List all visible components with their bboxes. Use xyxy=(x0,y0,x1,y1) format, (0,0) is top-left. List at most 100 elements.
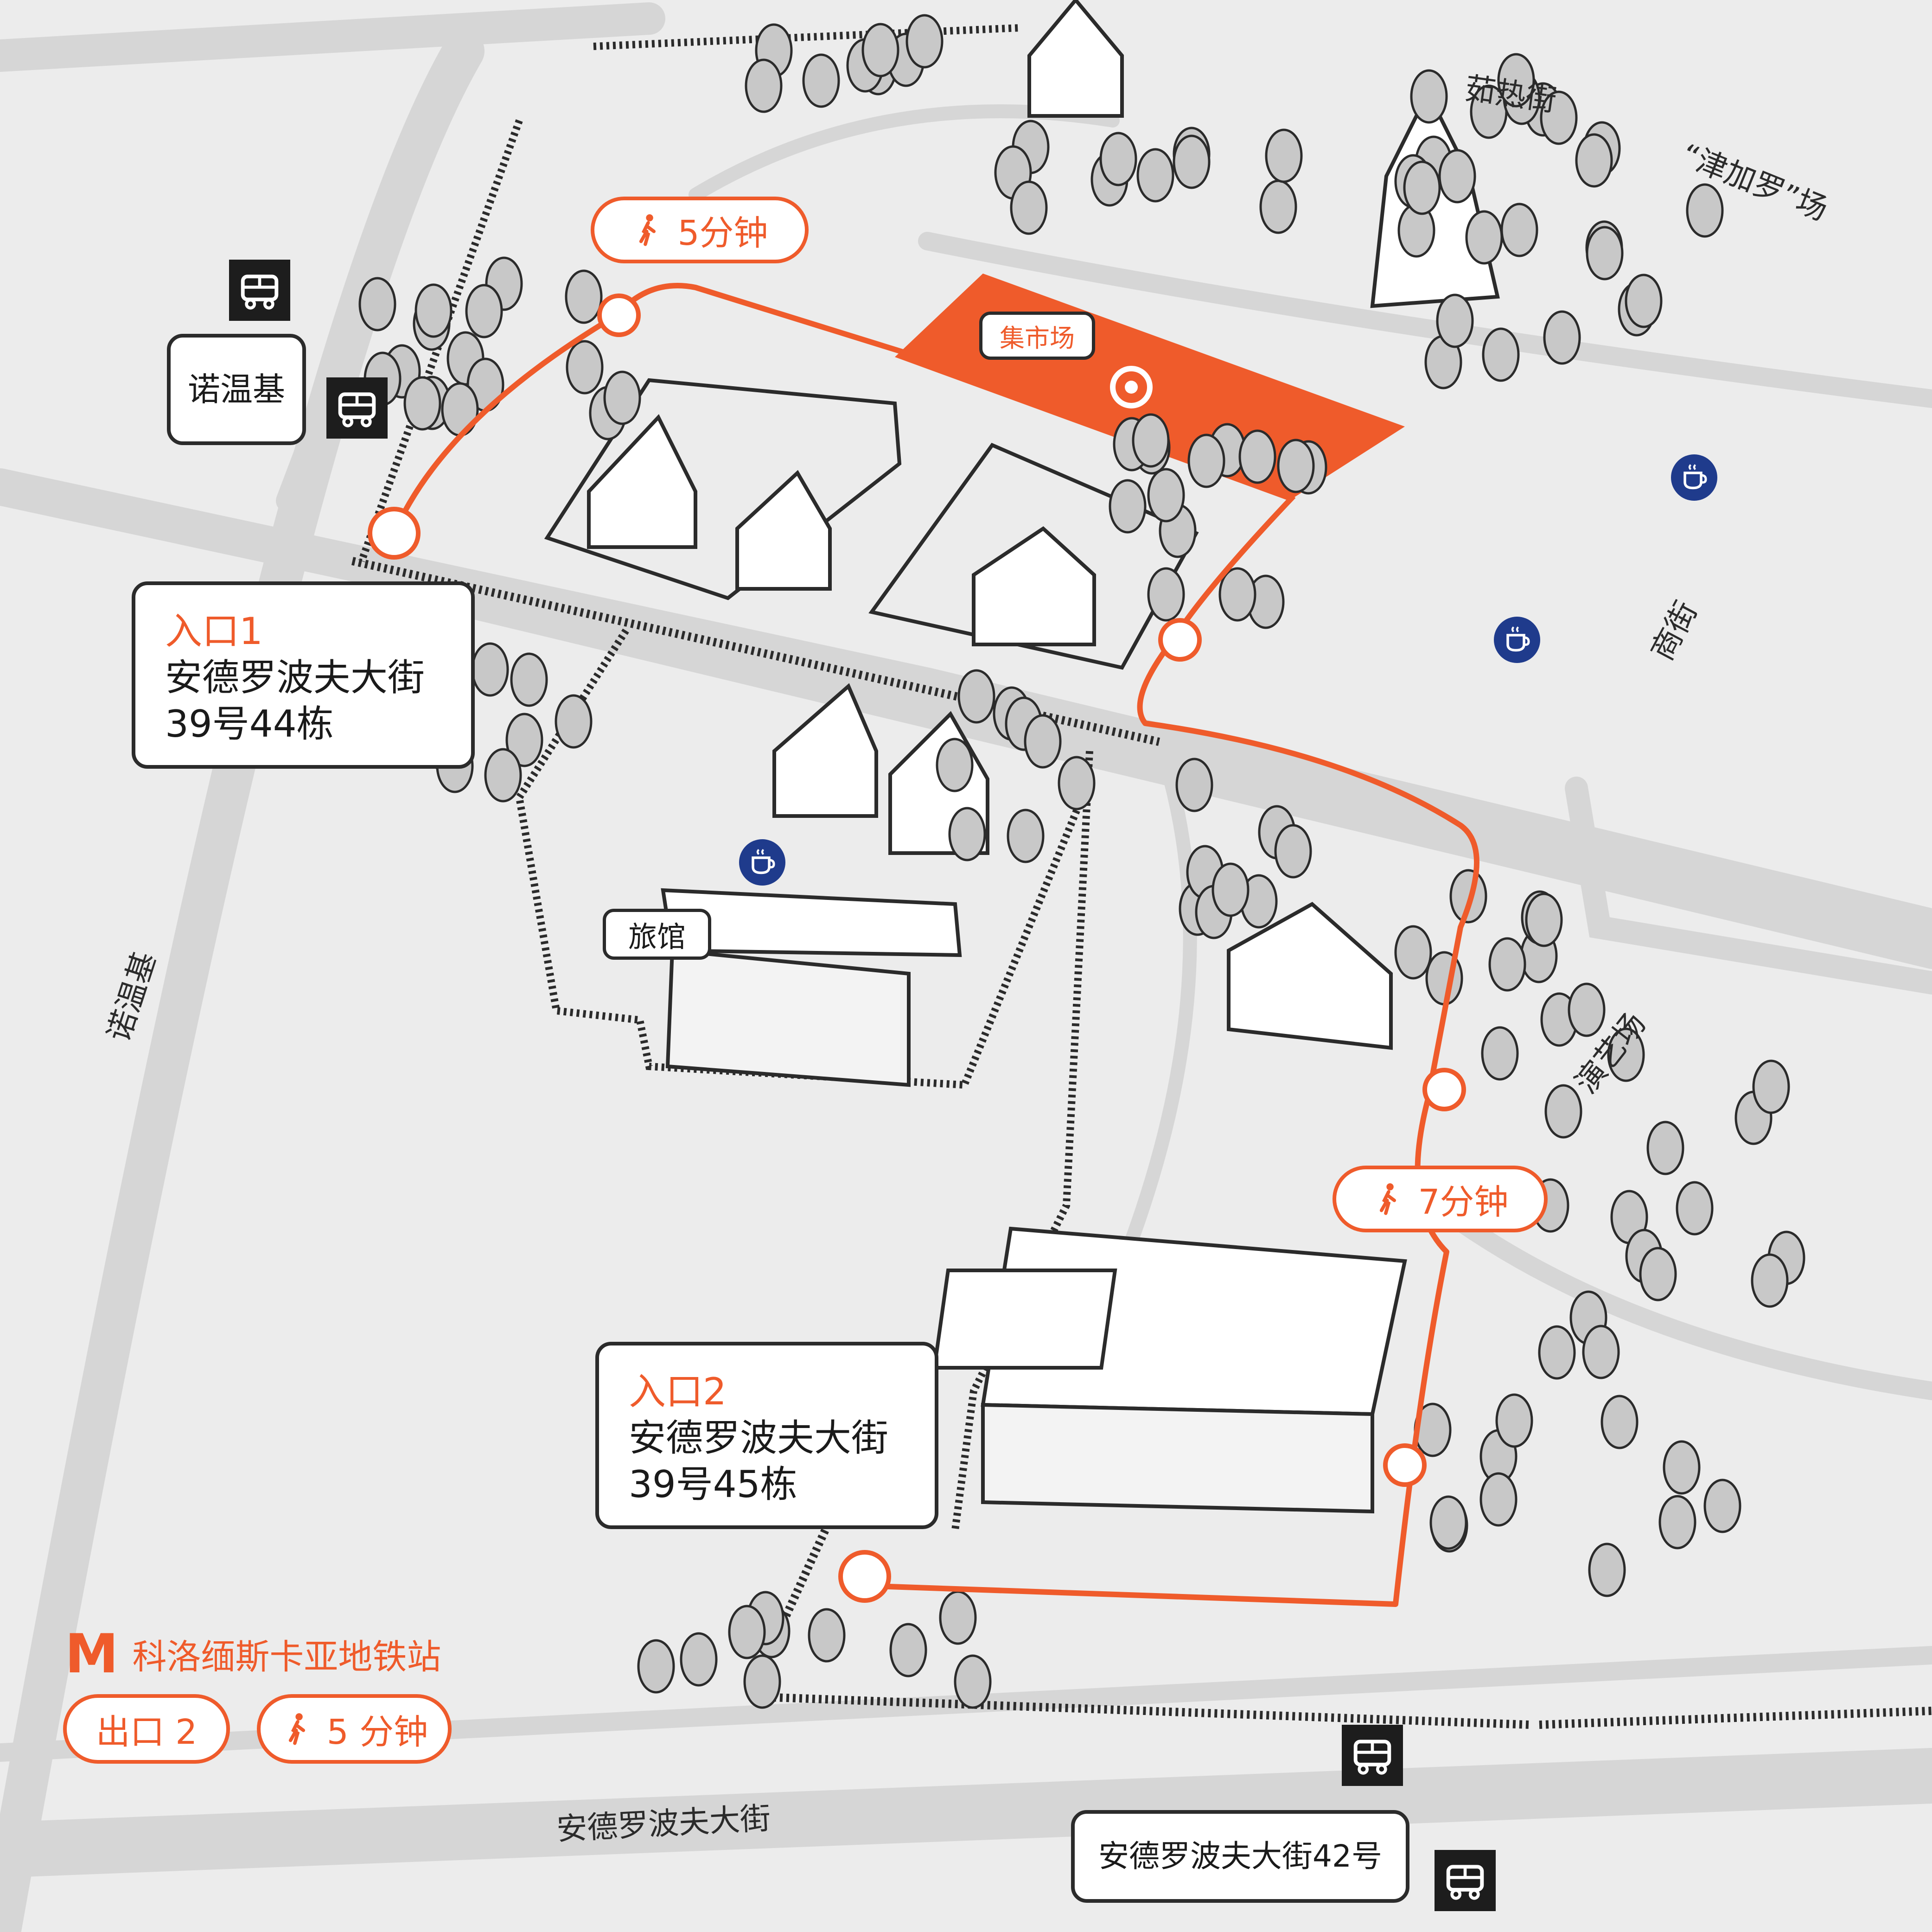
tree xyxy=(1007,809,1045,863)
road-right-trade xyxy=(1565,777,1932,995)
tree xyxy=(1058,756,1096,810)
tree xyxy=(1676,1181,1714,1236)
tree xyxy=(1147,468,1185,523)
tree xyxy=(808,1608,846,1663)
tree xyxy=(905,14,944,69)
metro-logo-icon: M xyxy=(65,1623,119,1685)
tree xyxy=(1658,1495,1696,1549)
tree xyxy=(802,53,840,108)
metro-walk-pill: 5 分钟 xyxy=(257,1694,452,1764)
tree xyxy=(1568,982,1606,1037)
tree xyxy=(1600,1395,1639,1449)
tree xyxy=(414,283,453,338)
target-icon-inner xyxy=(1125,381,1138,394)
road-right-curve xyxy=(1428,1196,1932,1400)
arrow-icon xyxy=(1383,1443,1427,1487)
arrow-icon xyxy=(1158,618,1202,662)
tree xyxy=(1543,310,1581,365)
fence-bottom-right xyxy=(1539,1707,1932,1729)
tree xyxy=(1436,293,1474,348)
tree xyxy=(1277,439,1315,493)
cafe-icon[interactable] xyxy=(1671,454,1717,501)
tree xyxy=(1173,134,1211,189)
tree xyxy=(637,1639,675,1694)
tree xyxy=(1639,1247,1677,1301)
walk-time-7min-label: 7分钟 xyxy=(1418,1182,1509,1222)
tree xyxy=(484,748,522,803)
bus-stop-icon[interactable] xyxy=(1342,1725,1403,1786)
tree xyxy=(1024,714,1062,769)
cafe-icon[interactable] xyxy=(739,839,785,886)
tree xyxy=(1175,758,1213,812)
tree xyxy=(948,807,986,861)
tree xyxy=(743,1654,781,1709)
wooden-tower xyxy=(1027,0,1124,118)
metro-walk-label: 5 分钟 xyxy=(326,1712,428,1752)
cafe-icon[interactable] xyxy=(1494,617,1540,663)
bus-stop-andropov42-callout[interactable]: 安德罗波夫大街42号 xyxy=(1071,1810,1409,1903)
arrow-icon xyxy=(1422,1068,1466,1111)
tree xyxy=(403,376,441,431)
tree xyxy=(1136,148,1174,203)
bus-stop-icon[interactable] xyxy=(326,377,388,439)
tree xyxy=(1686,183,1724,238)
tree xyxy=(680,1632,718,1687)
metro-exit-pill[interactable]: 出口 2 xyxy=(63,1694,230,1764)
entrance-2-callout[interactable]: 入口2 安德罗波夫大街 39号45栋 xyxy=(595,1342,938,1529)
walk-icon xyxy=(288,1713,305,1745)
entrance-1-line1: 安德罗波夫大街 xyxy=(165,656,425,699)
tree xyxy=(1481,1026,1519,1081)
road-top-right xyxy=(918,232,1932,408)
tree xyxy=(1751,1253,1789,1308)
tree xyxy=(510,652,548,707)
hall-front xyxy=(981,1403,1374,1514)
tree xyxy=(861,23,899,77)
tree xyxy=(1109,479,1147,534)
tree xyxy=(1663,1440,1701,1495)
walk-time-5min-label: 5分钟 xyxy=(677,213,768,253)
tree xyxy=(1538,1325,1576,1380)
tree xyxy=(1575,133,1613,188)
tree xyxy=(1429,1495,1467,1550)
tree xyxy=(1540,90,1578,145)
entrance-2-line1: 安德罗波夫大街 xyxy=(629,1416,888,1460)
tree xyxy=(1525,893,1563,947)
tree xyxy=(1488,937,1526,992)
tree xyxy=(1211,862,1250,917)
tree xyxy=(1218,567,1256,622)
arrow-icon xyxy=(368,507,421,560)
tree xyxy=(555,694,593,749)
tree xyxy=(471,642,509,697)
tree xyxy=(1394,925,1432,980)
tree xyxy=(957,669,995,724)
house-4 xyxy=(772,683,878,818)
bus-stop-nagorny-callout[interactable]: 诺温基 xyxy=(167,334,306,445)
tree xyxy=(603,370,641,425)
tree xyxy=(1703,1479,1741,1533)
walk-icon xyxy=(1380,1183,1396,1215)
house-2 xyxy=(735,470,832,591)
tree xyxy=(465,284,503,338)
tree xyxy=(1544,1084,1582,1139)
tree xyxy=(1479,1472,1518,1527)
entrance-1-callout[interactable]: 入口1 安德罗波夫大街 39号44栋 xyxy=(132,581,475,769)
tree xyxy=(1465,210,1503,265)
tree xyxy=(1646,1121,1684,1175)
tree xyxy=(1438,149,1476,204)
tree xyxy=(745,58,783,113)
tree xyxy=(1147,567,1185,622)
entrance-2-title: 入口2 xyxy=(629,1370,727,1413)
tree xyxy=(1582,1325,1620,1379)
hotel-front xyxy=(665,948,911,1087)
route-entrance1 xyxy=(391,283,905,535)
market-label: 集市场 xyxy=(979,312,1095,360)
road-top xyxy=(0,2,665,72)
tree xyxy=(1482,327,1520,382)
market-label-text: 集市场 xyxy=(1000,323,1075,353)
tree xyxy=(1625,274,1663,328)
bus-stop-icon[interactable] xyxy=(1435,1850,1496,1911)
bus-stop-icon[interactable] xyxy=(229,260,290,321)
tree xyxy=(1752,1059,1790,1114)
hotel-building xyxy=(661,888,962,1087)
hotel-label-text: 旅馆 xyxy=(628,920,686,954)
